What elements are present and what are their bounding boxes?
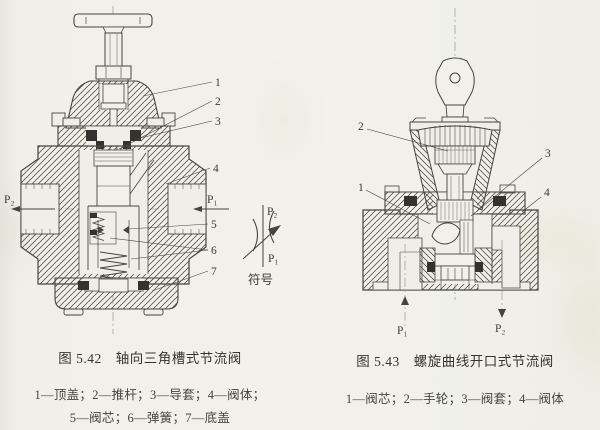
callout-1: 1 xyxy=(215,77,221,89)
spool xyxy=(419,173,493,290)
throttle-valve-symbol-icon xyxy=(242,205,281,267)
small-spring xyxy=(89,211,117,245)
inlet-arrow-p1 xyxy=(193,206,229,212)
fig-5-43-parts-line-1: 1—阀芯；2—手轮；3—阀套；4—阀体 xyxy=(345,392,565,406)
fig-5-42-caption: 图 5.42 轴向三角槽式节流阀 xyxy=(58,351,242,366)
figure-5-42-drawing: 1 2 3 4 5 6 7 P₂ P₁ P₂ P₁ 符号 xyxy=(4,6,281,334)
callout-2: 2 xyxy=(215,96,221,108)
fig-5-42-parts-line-1: 1—顶盖；2—推杆；3—导套；4—阀体； xyxy=(34,388,266,402)
port-label-p1: P₁ xyxy=(397,325,407,337)
callout-2: 2 xyxy=(358,121,364,133)
bottom-spring xyxy=(99,251,128,281)
port-label-p1: P₁ xyxy=(207,194,217,206)
outlet-arrow-p2 xyxy=(498,240,506,318)
key-knob xyxy=(435,57,475,123)
callout-1: 1 xyxy=(358,182,364,194)
symbol-port-top: P₂ xyxy=(267,206,277,218)
inlet-arrow-p1 xyxy=(401,244,409,326)
handwheel xyxy=(409,117,501,211)
callout-3: 3 xyxy=(545,148,551,160)
bottom-cap xyxy=(54,277,179,316)
leader-lines xyxy=(109,81,213,292)
callout-4: 4 xyxy=(544,187,550,199)
valve-stem xyxy=(95,32,132,85)
top-cap xyxy=(51,80,176,129)
fig-5-43-caption: 图 5.43 螺旋曲线开口式节流阀 xyxy=(356,354,554,369)
callout-4: 4 xyxy=(213,163,219,175)
port-label-p2: P₂ xyxy=(495,323,505,335)
callout-5: 5 xyxy=(211,219,217,231)
port-label-p2: P₂ xyxy=(4,194,14,206)
figure-5-43-drawing: 2 1 3 4 P₁ P₂ xyxy=(358,8,551,337)
callout-6: 6 xyxy=(211,245,217,257)
symbol-port-bottom: P₁ xyxy=(268,253,278,265)
outlet-arrow-p2 xyxy=(11,206,55,212)
callout-7: 7 xyxy=(211,266,217,278)
symbol-label: 符号 xyxy=(248,272,273,287)
leader-lines xyxy=(365,128,543,225)
t-handle xyxy=(73,13,153,34)
callout-3: 3 xyxy=(215,116,221,128)
fig-5-42-parts-line-2: 5—阀芯；6—弹簧；7—底盖 xyxy=(69,411,231,425)
